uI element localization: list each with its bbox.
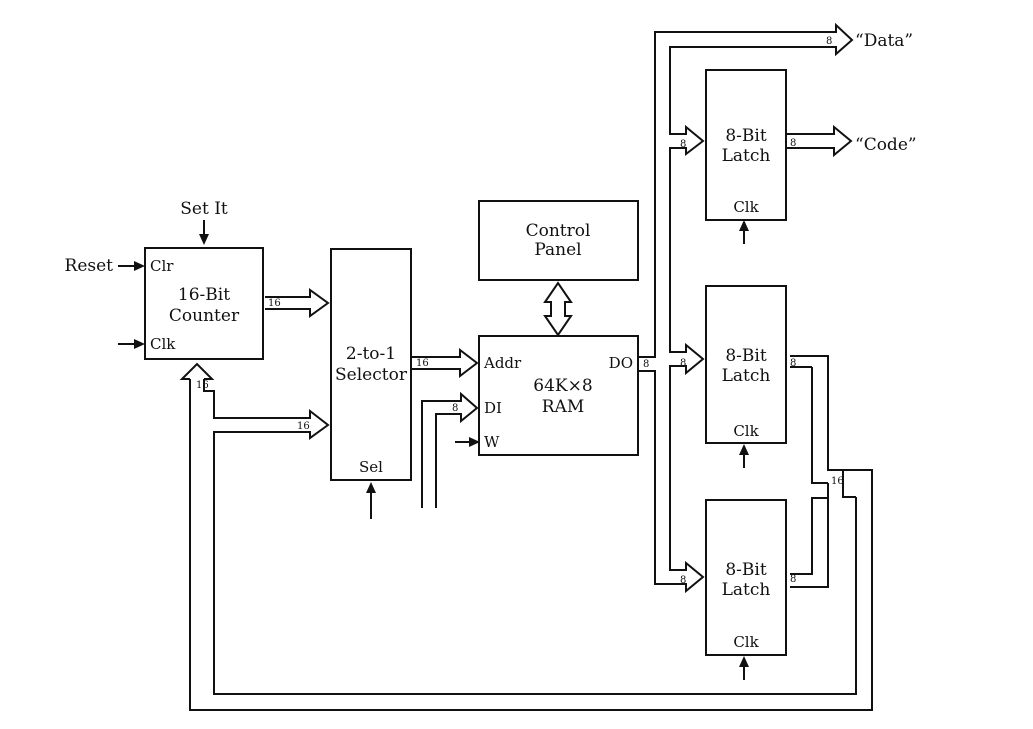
bus-width-latch-top-in: 8 <box>680 139 686 150</box>
counter-clr-pin: Clr <box>150 257 174 275</box>
latch-middle-label-line2: Latch <box>722 366 771 386</box>
bus-width-selector-in: 16 <box>297 421 310 432</box>
counter-label-line1: 16-Bit <box>178 285 230 305</box>
latch-top-label-line1: 8-Bit <box>725 126 766 146</box>
latch-middle-label-line1: 8-Bit <box>725 346 766 366</box>
ram-di-pin: DI <box>484 399 502 417</box>
ram-label-line2: RAM <box>542 397 584 417</box>
control-panel-block: Control Panel <box>478 200 639 281</box>
selector-to-ram-addr-bus <box>412 347 479 379</box>
ram-di-bus <box>421 391 479 508</box>
bus-width-address-feedback: 16 <box>831 476 844 487</box>
ram-w-pin: W <box>484 433 500 451</box>
latch-middle-block: 8-Bit Latch Clk <box>705 285 787 444</box>
data-bus <box>638 22 854 594</box>
latch-bottom-label-line2: Latch <box>722 580 771 600</box>
bus-width-latch-bottom-out: 8 <box>790 574 796 585</box>
bus-width-latch-bottom-in: 8 <box>680 575 686 586</box>
latch-top-label-line2: Latch <box>722 146 771 166</box>
latch-top-clk-arrow <box>739 220 749 244</box>
sel-arrow <box>366 482 376 519</box>
latch-top-block: 8-Bit Latch Clk <box>705 69 787 221</box>
set-it-label: Set It <box>180 199 228 219</box>
counter-block: 16-Bit Counter Clr Clk <box>144 247 264 360</box>
counter-to-selector-bus <box>265 288 330 318</box>
bus-width-ram-do: 8 <box>643 359 649 370</box>
counter-label-line2: Counter <box>169 306 240 326</box>
selector-block: 2-to-1 Selector Sel <box>330 248 412 481</box>
latch-bottom-clk-pin: Clk <box>733 633 759 651</box>
control-panel-label-line1: Control <box>526 221 591 241</box>
bus-width-latch-top-out: 8 <box>790 138 796 149</box>
bus-width-selector-out: 16 <box>416 358 429 369</box>
ram-do-pin: DO <box>609 354 633 372</box>
selector-sel-pin: Sel <box>359 458 383 476</box>
feedback-bus <box>179 355 873 711</box>
control-panel-bus <box>543 281 573 337</box>
ram-w-arrow <box>455 437 480 447</box>
selector-label-line1: 2-to-1 <box>346 344 396 364</box>
code-output-bus <box>786 124 853 158</box>
latch-bottom-clk-arrow <box>739 656 749 680</box>
latch-bottom-label-line1: 8-Bit <box>725 560 766 580</box>
counter-clk-pin: Clk <box>150 335 176 353</box>
ram-addr-pin: Addr <box>483 354 522 372</box>
reset-arrow <box>118 261 145 271</box>
counter-clk-arrow <box>118 339 145 349</box>
bus-width-ram-di: 8 <box>452 403 458 414</box>
bus-width-counter-out: 16 <box>268 298 281 309</box>
bus-width-counter-feedback: 16 <box>196 380 209 391</box>
latch-middle-clk-pin: Clk <box>733 422 759 440</box>
bus-width-data-out: 8 <box>826 36 832 47</box>
ram-block: 64K×8 RAM Addr DI W DO <box>478 335 639 456</box>
control-panel-label-line2: Panel <box>534 240 581 260</box>
bus-width-latch-middle-in: 8 <box>680 358 686 369</box>
latch-top-clk-pin: Clk <box>733 198 759 216</box>
code-output-label: “Code” <box>855 135 917 155</box>
reset-label: Reset <box>65 256 114 276</box>
data-output-label: “Data” <box>855 31 913 51</box>
latch-bottom-block: 8-Bit Latch Clk <box>705 499 787 656</box>
bus-width-latch-middle-out: 8 <box>790 358 796 369</box>
selector-label-line2: Selector <box>335 365 408 385</box>
ram-label-line1: 64K×8 <box>533 376 592 396</box>
set-it-arrow <box>199 220 209 245</box>
latch-middle-clk-arrow <box>739 444 749 468</box>
